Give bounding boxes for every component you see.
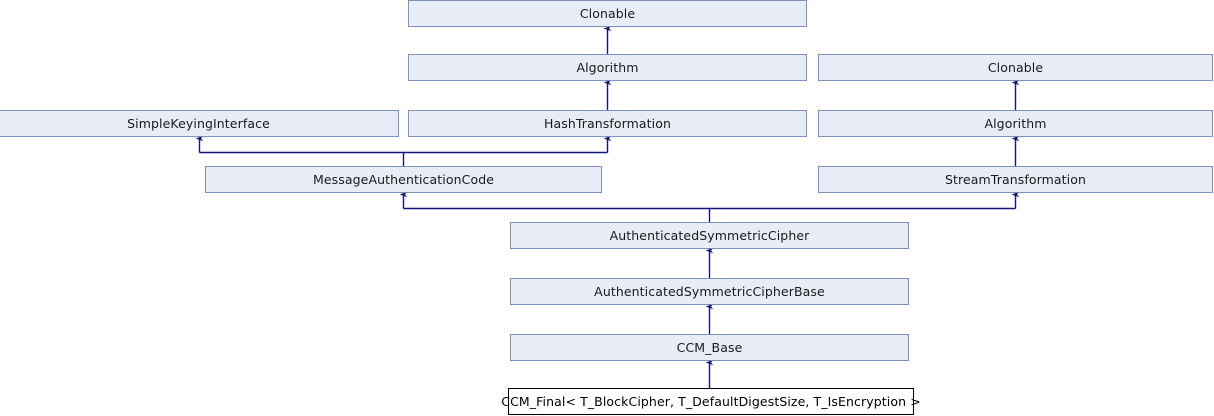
class-node-clonable-center[interactable]: Clonable [408,0,807,27]
class-node-authenticatedsymmetriccipher[interactable]: AuthenticatedSymmetricCipher [510,222,909,249]
class-node-label: HashTransformation [543,116,672,131]
class-node-ccm-final-current[interactable]: CCM_Final< T_BlockCipher, T_DefaultDiges… [501,388,921,415]
class-node-label: AuthenticatedSymmetricCipherBase [594,284,825,299]
class-node-label: Algorithm [576,60,639,75]
class-node-simplekeyinginterface[interactable]: SimpleKeyingInterface [0,110,399,137]
class-node-clonable-right[interactable]: Clonable [818,54,1213,81]
class-node-hashtransformation[interactable]: HashTransformation [408,110,807,137]
class-node-label: CCM_Final< T_BlockCipher, T_DefaultDiges… [501,394,921,409]
class-node-label: Algorithm [984,116,1047,131]
class-node-label: Clonable [579,6,636,21]
class-node-messageauthenticationcode[interactable]: MessageAuthenticationCode [205,166,602,193]
class-node-label: CCM_Base [676,340,743,355]
class-node-algorithm-right[interactable]: Algorithm [818,110,1213,137]
class-node-ccm-base[interactable]: CCM_Base [510,334,909,361]
class-node-label: Clonable [987,60,1044,75]
class-node-label: StreamTransformation [944,172,1086,187]
class-node-authenticatedsymmetriccipherbase[interactable]: AuthenticatedSymmetricCipherBase [510,278,909,305]
class-node-streamtransformation[interactable]: StreamTransformation [818,166,1213,193]
class-node-algorithm-center[interactable]: Algorithm [408,54,807,81]
class-node-label: SimpleKeyingInterface [127,116,270,131]
class-node-label: AuthenticatedSymmetricCipher [609,228,810,243]
class-node-label: MessageAuthenticationCode [312,172,495,187]
